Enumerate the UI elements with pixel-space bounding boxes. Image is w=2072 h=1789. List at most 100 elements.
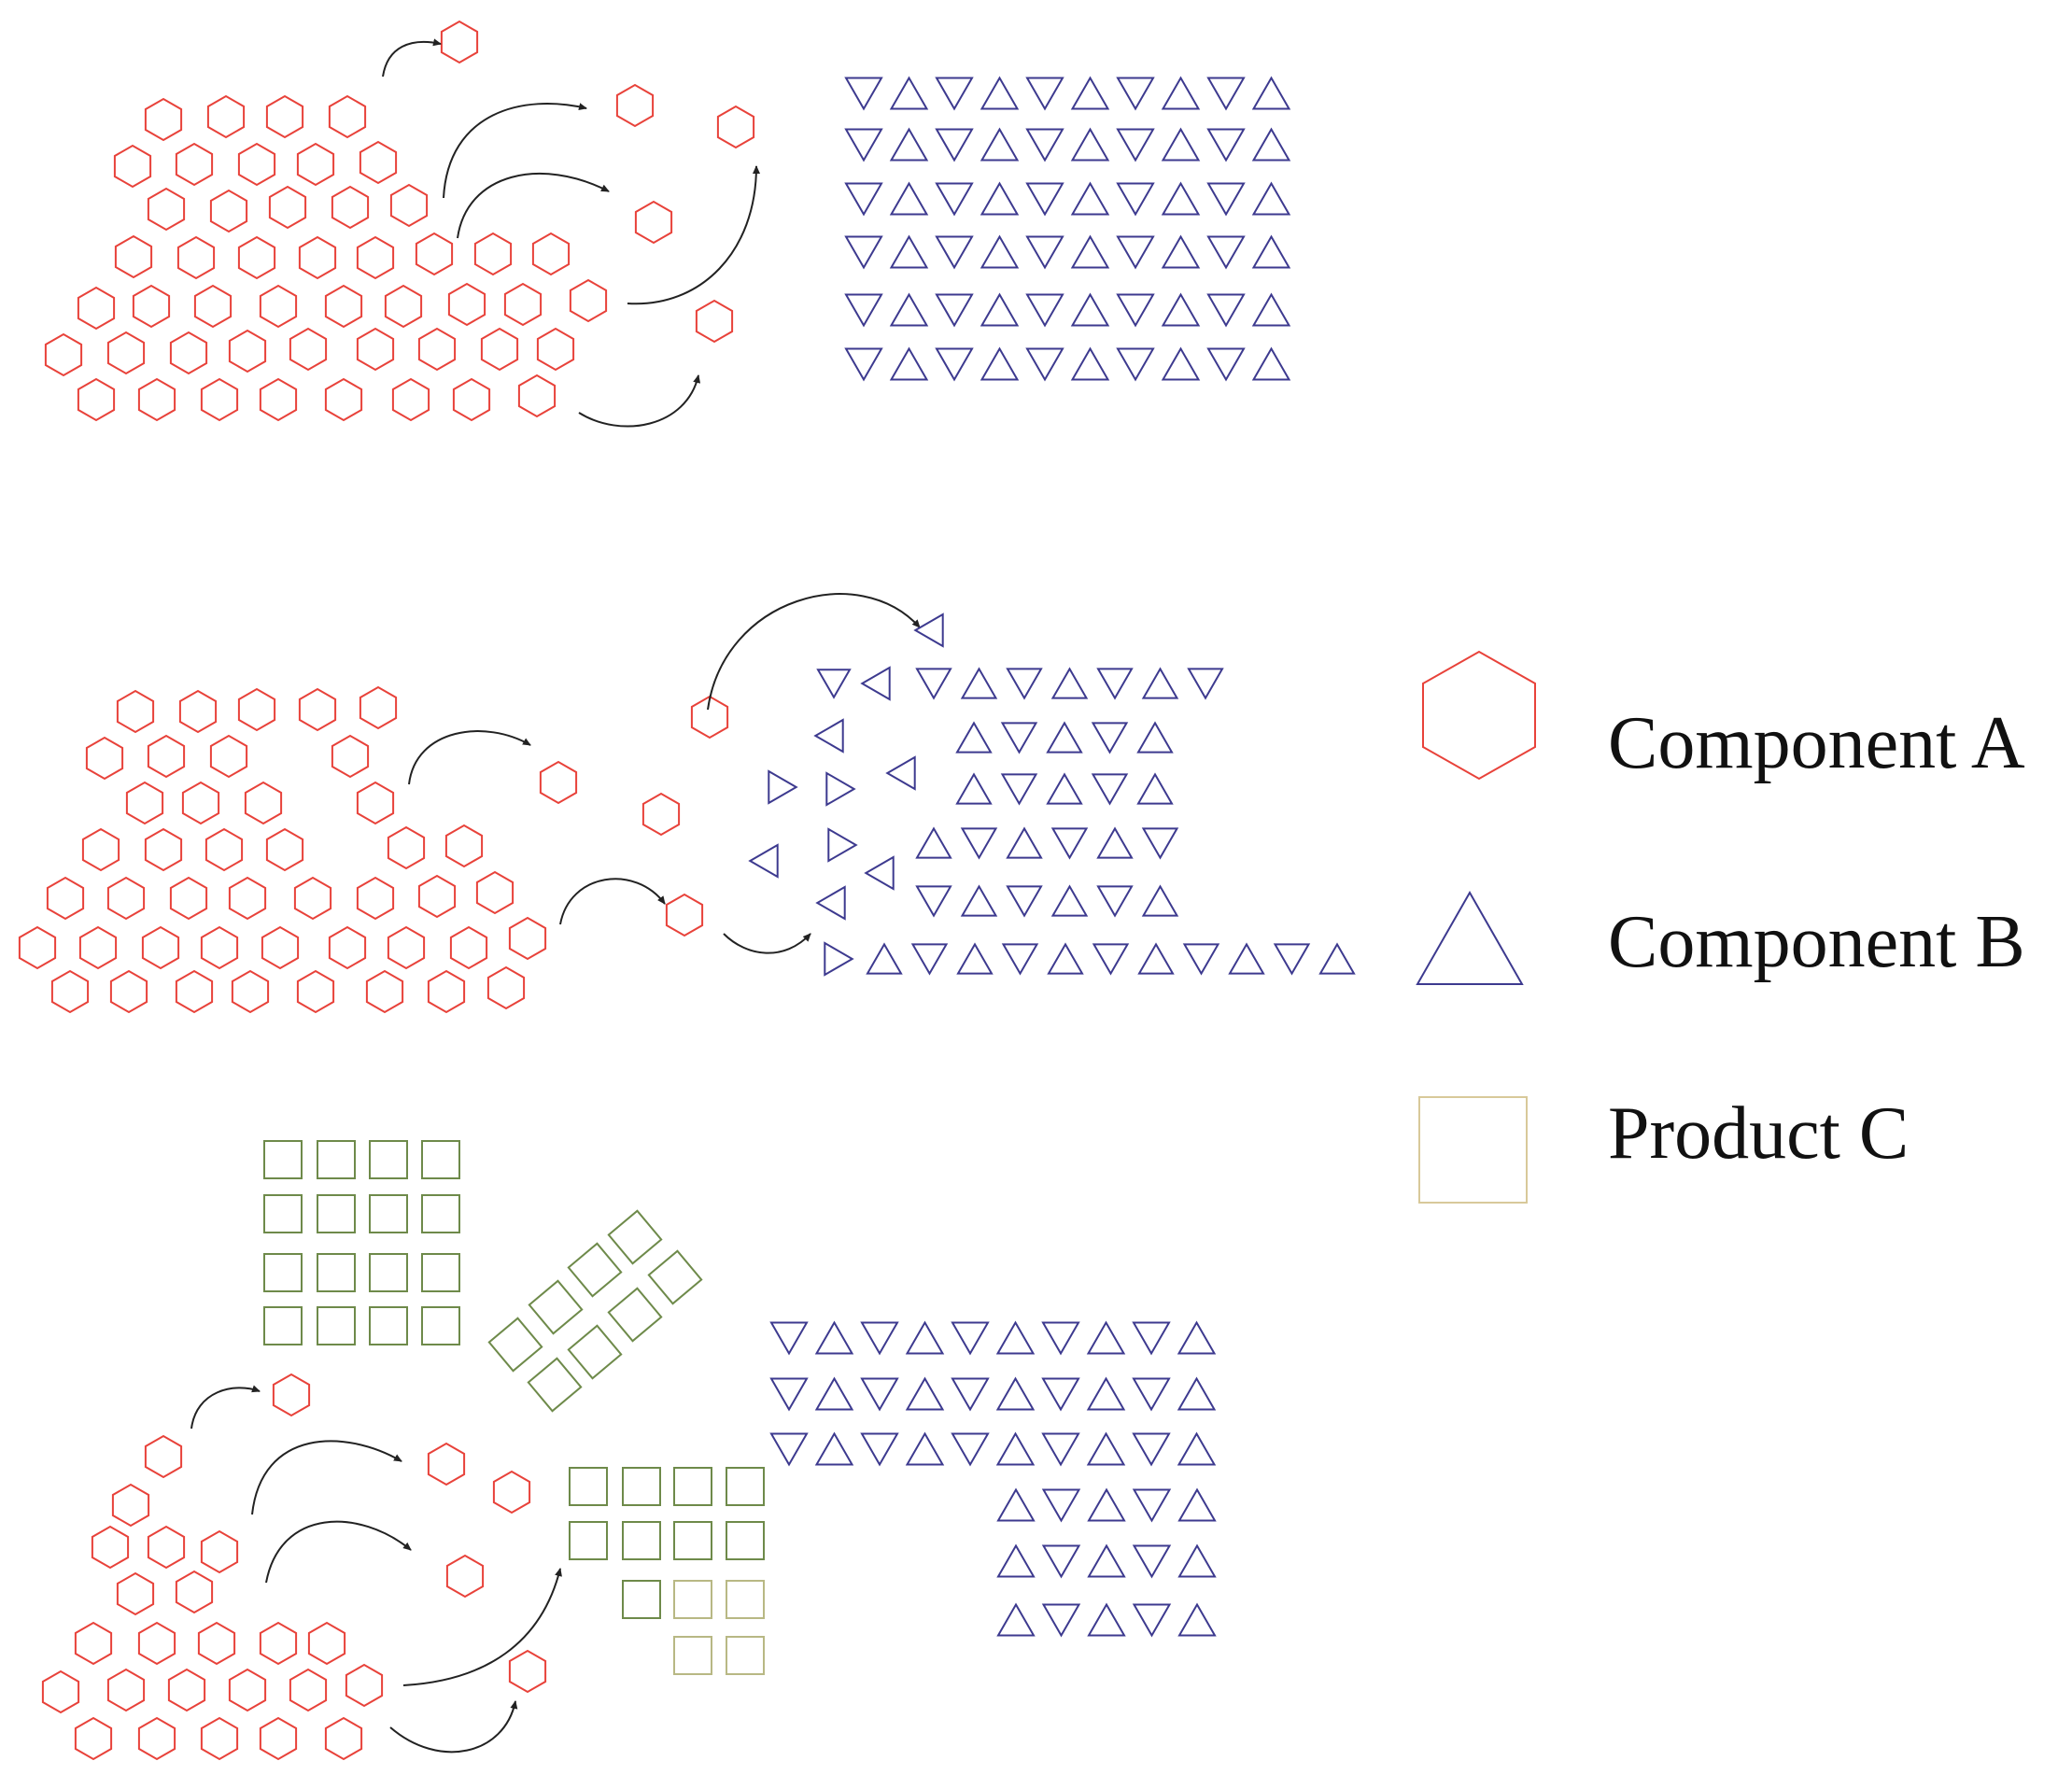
product-c-square (317, 1306, 356, 1345)
product-c-square (673, 1467, 712, 1506)
component-b-triangle (889, 292, 929, 327)
component-b-triangle (1047, 942, 1084, 975)
component-b-triangle (844, 77, 883, 111)
component-a-hexagon (356, 235, 395, 280)
component-a-hexagon (356, 327, 395, 372)
component-b-triangle (827, 827, 858, 863)
component-b-triangle (1137, 942, 1175, 975)
component-a-hexagon (200, 925, 239, 970)
component-a-hexagon (200, 377, 239, 422)
component-a-hexagon (417, 874, 457, 919)
component-b-triangle (814, 1431, 854, 1466)
component-b-triangle (1206, 293, 1246, 328)
square-legend-icon (1418, 1096, 1528, 1204)
product-c-square (647, 1249, 703, 1305)
product-c-square (622, 1580, 661, 1619)
component-b-triangle (1050, 827, 1089, 860)
component-a-hexagon (244, 781, 283, 825)
arrow-icon (457, 173, 610, 239)
component-b-triangle (996, 1543, 1036, 1578)
component-a-hexagon (480, 327, 519, 372)
component-a-hexagon (415, 232, 454, 276)
component-b-triangle (1091, 773, 1129, 806)
component-a-hexagon (77, 377, 116, 422)
product-c-square (421, 1306, 460, 1345)
component-a-hexagon (147, 734, 186, 779)
component-b-triangle (935, 77, 974, 111)
component-b-triangle (1251, 127, 1291, 162)
component-b-triangle (1141, 827, 1179, 860)
product-c-square (317, 1140, 356, 1179)
component-b-triangle (905, 1376, 945, 1411)
component-b-triangle (960, 827, 998, 860)
product-c-square (567, 1242, 623, 1298)
arrow-icon (402, 1568, 562, 1686)
component-a-hexagon (634, 200, 673, 245)
component-b-triangle (995, 1431, 1036, 1466)
component-a-hexagon (125, 781, 164, 825)
component-b-triangle (1041, 1488, 1081, 1523)
component-b-triangle (960, 667, 998, 699)
component-b-triangle (1050, 884, 1089, 917)
component-a-hexagon (91, 1525, 130, 1570)
product-c-square (726, 1467, 765, 1506)
component-a-hexagon (175, 1570, 214, 1614)
component-a-hexagon (144, 97, 183, 142)
component-a-hexagon (387, 825, 426, 870)
product-c-square (622, 1467, 661, 1506)
component-a-hexagon (452, 377, 491, 422)
component-a-hexagon (492, 1470, 531, 1514)
component-a-hexagon (137, 1621, 176, 1666)
component-a-hexagon (417, 327, 457, 372)
component-a-hexagon (181, 781, 220, 825)
component-a-hexagon (447, 282, 486, 327)
component-a-hexagon (132, 284, 171, 329)
component-a-hexagon (178, 689, 218, 734)
component-b-triangle (1251, 292, 1291, 327)
component-a-hexagon (209, 189, 248, 233)
component-b-triangle (844, 293, 883, 328)
component-b-triangle (1251, 181, 1291, 216)
component-a-hexagon (324, 1716, 363, 1761)
component-b-triangle (1177, 1320, 1217, 1355)
component-b-triangle (864, 855, 895, 891)
component-b-triangle (816, 669, 852, 699)
component-b-triangle (935, 182, 974, 217)
component-a-hexagon (228, 329, 267, 373)
product-c-square (607, 1287, 663, 1343)
component-a-hexagon (508, 916, 547, 961)
arrow-icon (251, 1440, 402, 1515)
component-a-hexagon (237, 687, 276, 732)
component-b-triangle (1041, 1544, 1081, 1579)
component-a-hexagon (228, 1668, 267, 1712)
component-b-triangle (1116, 128, 1155, 162)
product-c-square (263, 1306, 303, 1345)
component-b-triangle (1206, 347, 1246, 382)
component-b-triangle (1177, 1376, 1217, 1411)
component-b-triangle (1116, 182, 1155, 217)
component-b-triangle (980, 127, 1020, 162)
component-a-hexagon (46, 876, 85, 921)
component-b-triangle (860, 666, 891, 701)
component-a-hexagon (175, 969, 214, 1014)
component-b-triangle (1177, 1543, 1217, 1578)
component-a-hexagon (359, 685, 398, 730)
component-b-triangle (1251, 76, 1291, 110)
component-a-hexagon (444, 824, 484, 868)
component-a-hexagon (265, 827, 304, 872)
arrow-icon (723, 933, 811, 954)
component-b-triangle (889, 181, 929, 216)
component-b-triangle (913, 613, 944, 648)
component-a-hexagon (569, 278, 608, 323)
component-b-triangle (1041, 1432, 1080, 1467)
component-b-triangle (980, 292, 1020, 327)
arrow-icon (408, 730, 531, 785)
component-b-triangle (1025, 182, 1064, 217)
component-a-hexagon (228, 876, 267, 921)
component-b-triangle (1177, 1602, 1217, 1637)
arrow-icon (559, 878, 666, 925)
product-c-square (263, 1253, 303, 1292)
component-a-hexagon (209, 734, 248, 779)
component-a-hexagon (204, 827, 244, 872)
component-a-hexagon (193, 284, 233, 329)
